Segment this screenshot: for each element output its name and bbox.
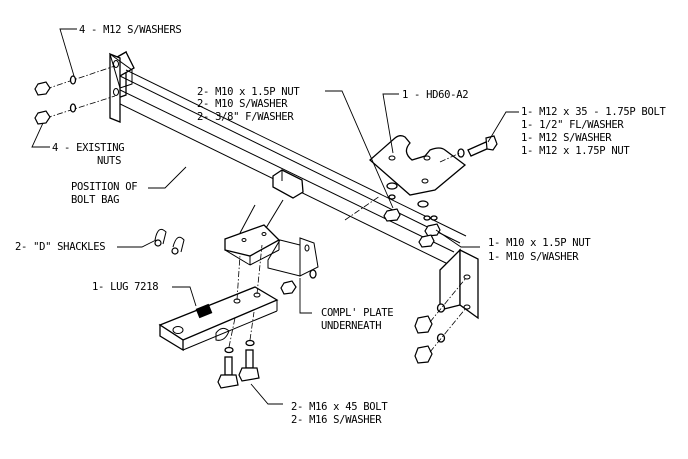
callout-m12-swashers: 4 - M12 S/WASHERS bbox=[79, 24, 182, 36]
callout-text: 1- M10 S/WASHER bbox=[488, 251, 579, 263]
plate-nut bbox=[280, 280, 297, 295]
leader-lines bbox=[31, 28, 519, 405]
callout-text: 2- M16 x 45 BOLT bbox=[291, 401, 388, 413]
callout-bolt-bag: POSITION OF BOLT BAG bbox=[71, 181, 138, 206]
callout-text: 2- M16 S/WASHER bbox=[291, 414, 382, 426]
m12-bolt bbox=[439, 135, 498, 163]
callout-text: 1- LUG 7218 bbox=[92, 281, 158, 293]
left-mount-bracket bbox=[109, 52, 133, 123]
callout-existing-nuts: 4 - EXISTING NUTS bbox=[52, 142, 125, 167]
callout-lug: 1- LUG 7218 bbox=[92, 281, 159, 293]
callout-text: 1- M10 x 1.5P NUT bbox=[488, 237, 591, 249]
callout-m10-nut-set: 2- M10 x 1.5P NUT 2- M10 S/WASHER 2- 3/8… bbox=[197, 86, 301, 123]
callout-text: 1- 1/2" FL/WASHER bbox=[521, 119, 624, 131]
hitch-receiver-mount bbox=[224, 199, 319, 295]
callout-text: 4 - M12 S/WASHERS bbox=[79, 24, 181, 36]
d-shackles bbox=[154, 228, 185, 255]
hd60-plate bbox=[344, 135, 467, 248]
callout-m10-nut-single: 1- M10 x 1.5P NUT 1- M10 S/WASHER bbox=[488, 237, 592, 263]
callout-text: 4 - EXISTING bbox=[52, 142, 124, 154]
existing-nut-2 bbox=[34, 110, 51, 125]
callout-text: 1- M12 x 1.75P NUT bbox=[521, 145, 630, 157]
callout-text: NUTS bbox=[97, 155, 121, 167]
bolt-bag-box bbox=[272, 169, 304, 199]
callout-text: BOLT BAG bbox=[71, 194, 119, 206]
lug-drawbar bbox=[158, 244, 279, 352]
callout-text: POSITION OF bbox=[71, 181, 137, 193]
callout-text: UNDERNEATH bbox=[321, 320, 381, 332]
callout-text: COMPL' PLATE bbox=[321, 307, 393, 319]
callout-text: 2- "D" SHACKLES bbox=[15, 241, 105, 253]
m12-washer-2 bbox=[69, 103, 77, 113]
callout-hd60: 1 - HD60-A2 bbox=[402, 89, 469, 101]
existing-nut-1 bbox=[34, 81, 51, 96]
callout-text: 1 - HD60-A2 bbox=[402, 89, 468, 101]
callout-text: 2- 3/8" F/WASHER bbox=[197, 111, 294, 123]
right-mount-bracket bbox=[414, 248, 479, 364]
m12-washer-1 bbox=[69, 75, 77, 85]
crossbar-tube bbox=[111, 50, 467, 266]
callout-shackles: 2- "D" SHACKLES bbox=[15, 241, 106, 253]
callout-m12-bolt-set: 1- M12 x 35 - 1.75P BOLT 1- 1/2" FL/WASH… bbox=[521, 106, 667, 157]
callout-text: 1- M12 x 35 - 1.75P BOLT bbox=[521, 106, 666, 118]
left-fasteners bbox=[34, 65, 116, 125]
callout-text: 1- M12 S/WASHER bbox=[521, 132, 612, 144]
callout-text: 2- M10 x 1.5P NUT bbox=[197, 86, 300, 98]
callout-compl-plate: COMPL' PLATE UNDERNEATH bbox=[321, 307, 394, 332]
callout-m16-bolt-set: 2- M16 x 45 BOLT 2- M16 S/WASHER bbox=[291, 401, 389, 426]
callout-text: 2- M10 S/WASHER bbox=[197, 98, 288, 110]
m16-bolts bbox=[217, 311, 260, 389]
